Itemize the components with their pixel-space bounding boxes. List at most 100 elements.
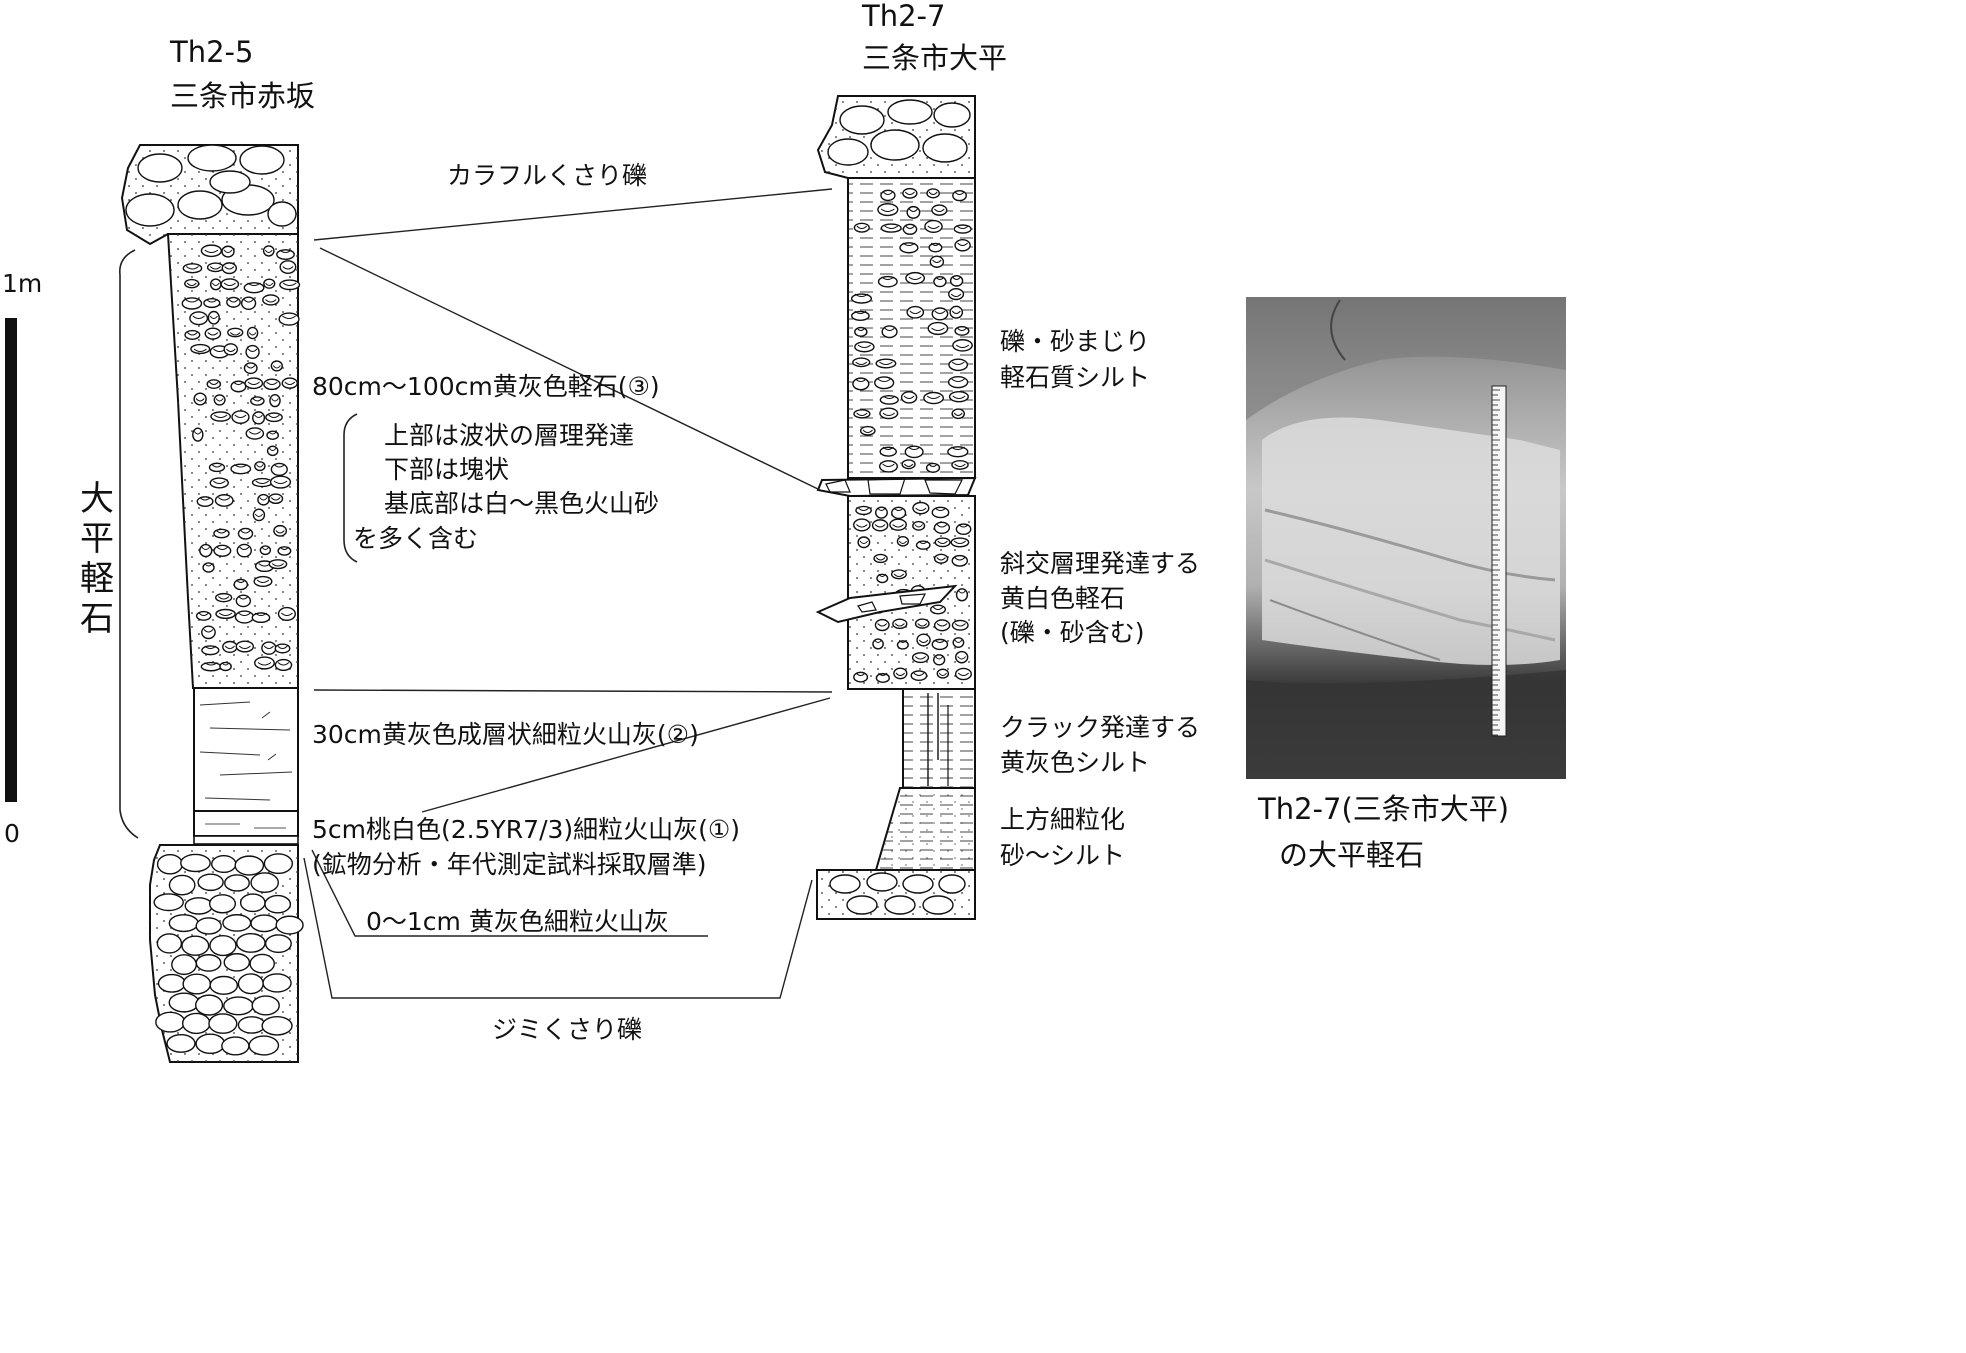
pumice-clast-mark bbox=[198, 612, 209, 616]
pumice-clast-mark bbox=[206, 299, 218, 303]
pumice-clast bbox=[263, 278, 276, 289]
pumice-clast-mark bbox=[256, 579, 270, 583]
pumice-clast bbox=[266, 430, 280, 440]
gravel-pebble bbox=[839, 105, 885, 135]
right-cracked-silt-fill bbox=[904, 690, 974, 787]
pumice-clast-mark bbox=[212, 480, 226, 484]
gravel-pebble bbox=[234, 855, 265, 876]
pumice-clast-mark bbox=[854, 310, 867, 314]
pumice-clast bbox=[236, 543, 252, 558]
label-desc-lower: 下部は塊状 bbox=[384, 455, 509, 484]
pumice-clast-mark bbox=[240, 530, 251, 534]
pumice-clast-mark bbox=[256, 464, 264, 468]
pumice-clast bbox=[276, 249, 295, 261]
gravel-pebble bbox=[209, 934, 237, 957]
pumice-clast-mark bbox=[221, 662, 230, 666]
right-column bbox=[815, 95, 977, 920]
gravel-pebble bbox=[236, 932, 266, 953]
pumice-clast-mark bbox=[918, 540, 929, 544]
left-pumice-clasts bbox=[181, 244, 301, 672]
gravel-pebble bbox=[197, 873, 224, 892]
pumice-clast bbox=[203, 298, 221, 309]
pumice-clast-mark bbox=[935, 656, 944, 660]
pumice-clast bbox=[928, 242, 943, 253]
pumice-clast bbox=[880, 189, 896, 202]
pumice-clast-mark bbox=[264, 249, 273, 253]
pumice-clast-mark bbox=[908, 208, 918, 212]
pumice-clast-mark bbox=[228, 299, 239, 303]
gravel-pebble bbox=[237, 973, 264, 995]
pumice-clast-mark bbox=[195, 398, 205, 402]
pumice-clast-mark bbox=[261, 546, 270, 550]
photo-top-soil bbox=[1246, 297, 1566, 420]
gravel-pebble bbox=[829, 874, 861, 894]
pumice-clast-mark bbox=[877, 378, 891, 382]
gravel-pebble bbox=[884, 895, 916, 915]
gravel-pebble bbox=[866, 872, 898, 892]
label-right-crack-1: クラック発達する bbox=[1000, 713, 1200, 742]
pumice-clast bbox=[254, 461, 266, 472]
pumice-clast-mark bbox=[884, 327, 895, 331]
pumice-clast-mark bbox=[957, 672, 969, 676]
pumice-clast-mark bbox=[954, 639, 963, 643]
pumice-clast bbox=[209, 278, 222, 291]
label-sample-level: (鉱物分析・年代測定試料採取層準) bbox=[312, 850, 707, 879]
pumice-clast bbox=[951, 459, 969, 470]
pumice-clast bbox=[227, 327, 244, 338]
pumice-clast bbox=[890, 569, 907, 580]
gravel-pebble bbox=[922, 895, 954, 915]
gravel-pebble bbox=[208, 894, 237, 914]
pumice-clast bbox=[951, 408, 966, 420]
gravel-pebble bbox=[209, 170, 251, 194]
pumice-clast-mark bbox=[209, 381, 219, 385]
left-column-place: 三条市赤坂 bbox=[170, 79, 315, 113]
pumice-clast-mark bbox=[204, 563, 213, 567]
pumice-clast-mark bbox=[915, 507, 927, 511]
pumice-clast-mark bbox=[207, 332, 219, 336]
pumice-clast-mark bbox=[277, 662, 290, 666]
pumice-clast-mark bbox=[252, 398, 263, 402]
pumice-clast bbox=[220, 278, 240, 291]
pumice-clast bbox=[879, 446, 897, 457]
pumice-clast-mark bbox=[238, 596, 249, 600]
ash-lamina bbox=[199, 701, 251, 706]
pumice-clast bbox=[879, 407, 899, 420]
gravel-pebble bbox=[181, 935, 210, 956]
pumice-clast-mark bbox=[882, 412, 895, 416]
pumice-clast bbox=[927, 321, 949, 336]
photo-caption-line-1: Th2-7(三条市大平) bbox=[1257, 792, 1509, 826]
pumice-clast-mark bbox=[956, 225, 969, 229]
pumice-clast bbox=[893, 667, 908, 680]
pumice-clast-mark bbox=[255, 480, 270, 484]
gravel-pebble bbox=[250, 914, 279, 933]
gravel-pebble bbox=[827, 138, 869, 166]
pumice-clast-mark bbox=[932, 259, 942, 263]
pumice-clast-mark bbox=[904, 191, 915, 195]
right-column-place: 三条市大平 bbox=[862, 41, 1007, 75]
pumice-clast bbox=[850, 293, 873, 304]
pumice-clast-mark bbox=[880, 208, 895, 212]
label-top-gravel: カラフルくさり礫 bbox=[447, 161, 647, 190]
pumice-clast-mark bbox=[954, 191, 965, 195]
pumice-clast-mark bbox=[957, 242, 968, 246]
label-right-crack-2: 黄灰色シルト bbox=[1000, 748, 1150, 777]
pumice-clast bbox=[270, 360, 283, 372]
gravel-pebble bbox=[223, 953, 251, 972]
gravel-pebble bbox=[137, 153, 183, 183]
gravel-pebble bbox=[195, 994, 224, 1016]
gravel-pebble bbox=[902, 874, 934, 894]
pumice-clast bbox=[262, 294, 280, 306]
label-right-silt-2: 軽石質シルト bbox=[1000, 363, 1150, 392]
pumice-clast bbox=[934, 537, 951, 548]
gravel-pebble bbox=[922, 133, 968, 163]
pumice-clast-mark bbox=[957, 590, 967, 594]
gravel-pebble bbox=[223, 996, 254, 1016]
gravel-pebble bbox=[153, 893, 184, 912]
pumice-clast-mark bbox=[914, 524, 924, 528]
pumice-clast bbox=[874, 376, 895, 390]
pumice-clast-mark bbox=[951, 310, 961, 314]
label-right-cross-2: 黄白色軽石 bbox=[1000, 584, 1125, 613]
pumice-clast bbox=[955, 588, 969, 602]
pumice-clast-mark bbox=[918, 639, 929, 643]
pumice-clast-mark bbox=[898, 639, 907, 643]
